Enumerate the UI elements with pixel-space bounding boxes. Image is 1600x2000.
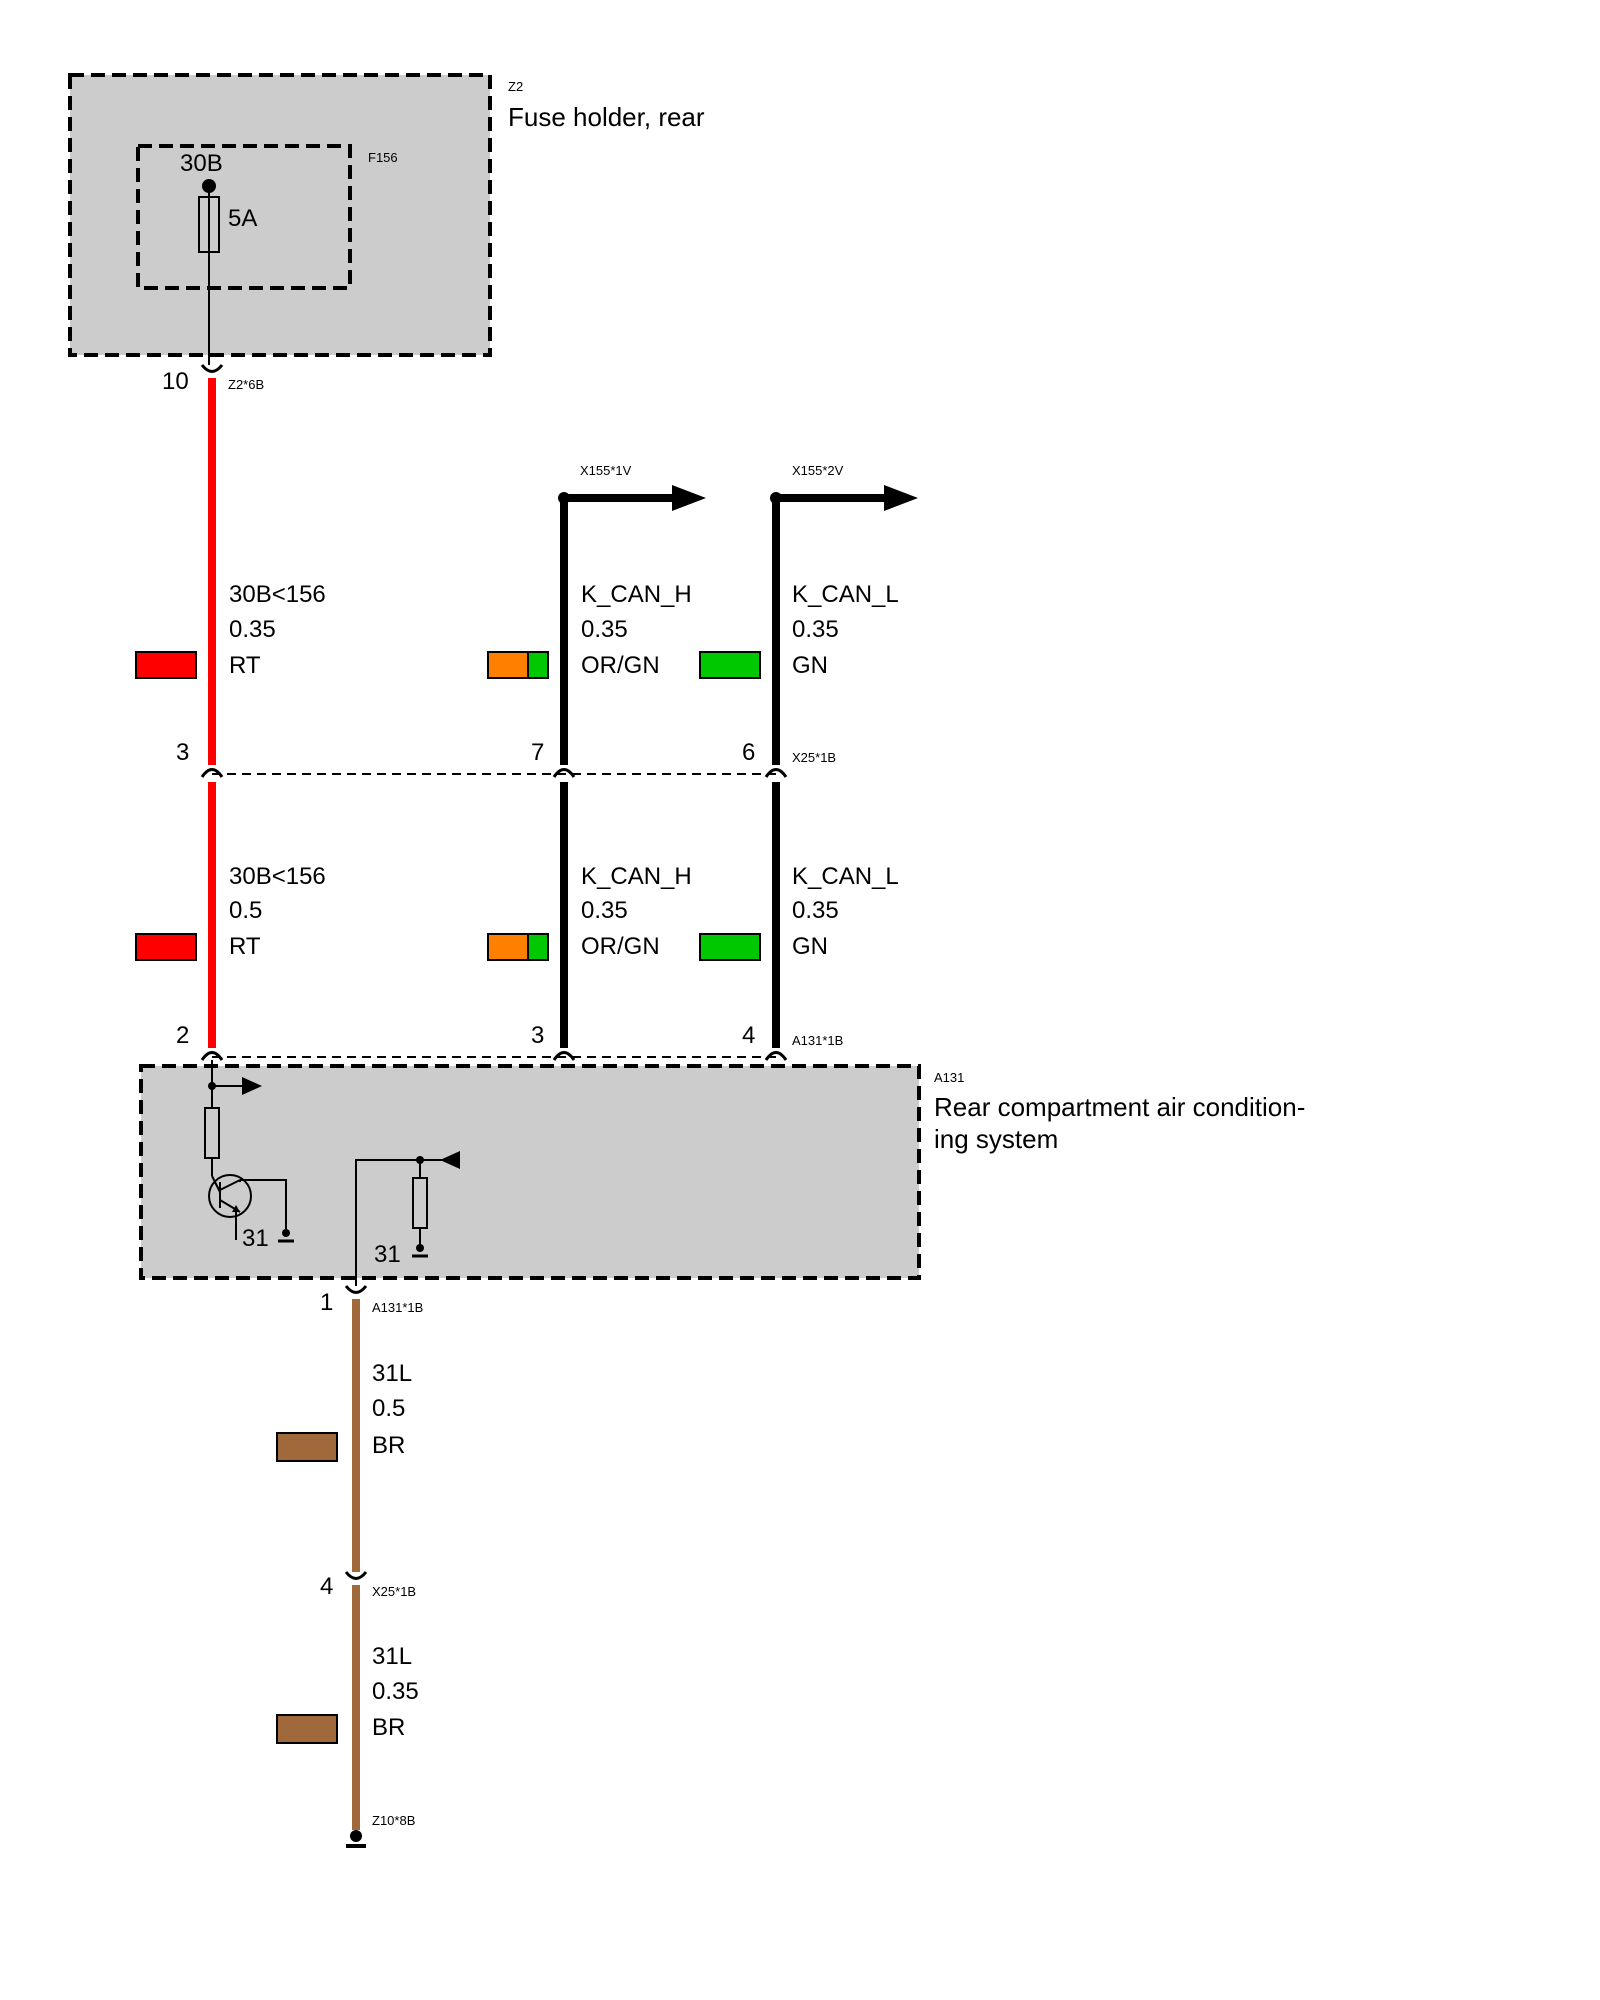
connector-x25-1b-bottom-pin: 4	[320, 1573, 333, 1600]
connector-a131-1b-top-pin-2: 2	[176, 1022, 189, 1049]
fuse-holder-id: Z2	[508, 79, 523, 94]
wire-canh-upper-color: OR/GN	[581, 652, 660, 679]
connector-a131-1b-top-pin-2-icon	[200, 1051, 224, 1061]
input-marker-icon	[440, 1151, 460, 1169]
connector-a131-1b-top-pin-3-icon	[552, 1051, 576, 1061]
wire-canh-lower-gauge: 0.35	[581, 897, 628, 924]
connector-x155-1v-ref: X155*1V	[580, 463, 632, 478]
swatch-canh-upper-orange	[488, 652, 528, 678]
wire-red-upper-color: RT	[229, 652, 261, 679]
transistor-ground-label: 31	[242, 1225, 269, 1252]
transistor-input	[211, 1175, 221, 1193]
swatch-canh-lower-green	[528, 934, 548, 960]
swatch-canh-lower	[487, 933, 549, 961]
wire-canh-upper-gauge: 0.35	[581, 616, 628, 643]
fuse-box	[136, 144, 352, 290]
wire-red-lower-gauge: 0.5	[229, 897, 262, 924]
connector-z2-6b-pin: 10	[162, 368, 189, 395]
swatch-red-lower	[135, 933, 197, 961]
connector-x25-1b-top-pin-7: 7	[531, 739, 544, 766]
connector-x25-1b-top-pin-7-icon	[552, 768, 576, 778]
connector-a131-1b-bottom-pin: 1	[320, 1289, 333, 1316]
transistor-collector	[219, 1179, 241, 1191]
connector-x25-1b-top-pin-6: 6	[742, 739, 755, 766]
connector-x25-1b-bottom-ref: X25*1B	[372, 1584, 416, 1599]
wire-canl-upper-color: GN	[792, 652, 828, 679]
wire-br-lower-color: BR	[372, 1714, 405, 1741]
fuse-id: F156	[368, 150, 398, 165]
swatch-canl-upper	[699, 651, 761, 679]
wire-red-upper-signal: 30B<156	[229, 581, 326, 608]
swatch-red-upper	[135, 651, 197, 679]
wire-br-upper-signal: 31L	[372, 1360, 412, 1387]
wire-red-lower-signal: 30B<156	[229, 863, 326, 890]
fuse-terminal-label: 30B	[180, 150, 223, 177]
connector-z2-6b-icon	[200, 364, 224, 373]
wire-canl-lower-color: GN	[792, 933, 828, 960]
arrow-x155-2v-head	[884, 485, 918, 511]
fuse-holder-box	[68, 73, 492, 357]
connector-x25-1b-bottom-icon	[344, 1571, 368, 1580]
transistor-output-lead	[240, 1179, 287, 1233]
ac-module-title-line2: ing system	[934, 1124, 1058, 1154]
transistor-icon	[208, 1174, 252, 1218]
wire-canh-lower-color: OR/GN	[581, 933, 660, 960]
ac-module-box	[139, 1064, 921, 1280]
connector-x155-2v-ref: X155*2V	[792, 463, 844, 478]
ground-point-z10-ref: Z10*8B	[372, 1813, 415, 1828]
connector-z2-6b-ref: Z2*6B	[228, 377, 264, 392]
ground-point-z10-dot	[350, 1830, 362, 1842]
swatch-canh-lower-orange	[488, 934, 528, 960]
wire-br-lower-signal: 31L	[372, 1643, 412, 1670]
connector-x25-1b-top-pin-3-icon	[200, 768, 224, 778]
wire-canl-upper-signal: K_CAN_L	[792, 581, 899, 608]
transistor-ground-dot	[282, 1229, 290, 1237]
supply-arrow-head	[242, 1077, 262, 1095]
fuse-rating: 5A	[228, 205, 257, 232]
connector-a131-1b-bottom-ref: A131*1B	[372, 1300, 423, 1315]
swatch-br-upper	[276, 1432, 338, 1462]
resistor-ground-label: 31	[374, 1241, 401, 1268]
connector-a131-1b-top-ref: A131*1B	[792, 1033, 843, 1048]
wire-br-upper-gauge: 0.5	[372, 1395, 405, 1422]
connector-a131-1b-bottom-icon	[344, 1285, 368, 1294]
wire-red-upper-gauge: 0.35	[229, 616, 276, 643]
connector-a131-1b-top-pin-4: 4	[742, 1022, 755, 1049]
connector-a131-1b-top-pin-3: 3	[531, 1022, 544, 1049]
fuse-holder-title: Fuse holder, rear	[508, 102, 705, 132]
ac-module-id: A131	[934, 1070, 964, 1085]
wire-canl-lower-gauge: 0.35	[792, 897, 839, 924]
swatch-canl-lower	[699, 933, 761, 961]
wire-canh-upper-signal: K_CAN_H	[581, 581, 692, 608]
swatch-br-lower	[276, 1714, 338, 1744]
connector-a131-1b-top-pin-4-icon	[764, 1051, 788, 1061]
resistor-ground-dot	[416, 1244, 424, 1252]
wire-br-lower-gauge: 0.35	[372, 1678, 419, 1705]
wire-canh-lower-signal: K_CAN_H	[581, 863, 692, 890]
connector-x25-1b-top-pin-6-icon	[764, 768, 788, 778]
wire-canl-lower-signal: K_CAN_L	[792, 863, 899, 890]
connector-x25-1b-top-pin-3: 3	[176, 739, 189, 766]
wire-canl-upper-gauge: 0.35	[792, 616, 839, 643]
wire-br-upper-color: BR	[372, 1432, 405, 1459]
ground-sense-lead	[355, 1159, 420, 1286]
swatch-canh-upper-green	[528, 652, 548, 678]
swatch-canh-upper	[487, 651, 549, 679]
connector-x25-1b-top-ref: X25*1B	[792, 750, 836, 765]
wire-red-lower-color: RT	[229, 933, 261, 960]
arrow-x155-1v-head	[672, 485, 706, 511]
ac-module-title-line1: Rear compartment air condition-	[934, 1092, 1305, 1122]
